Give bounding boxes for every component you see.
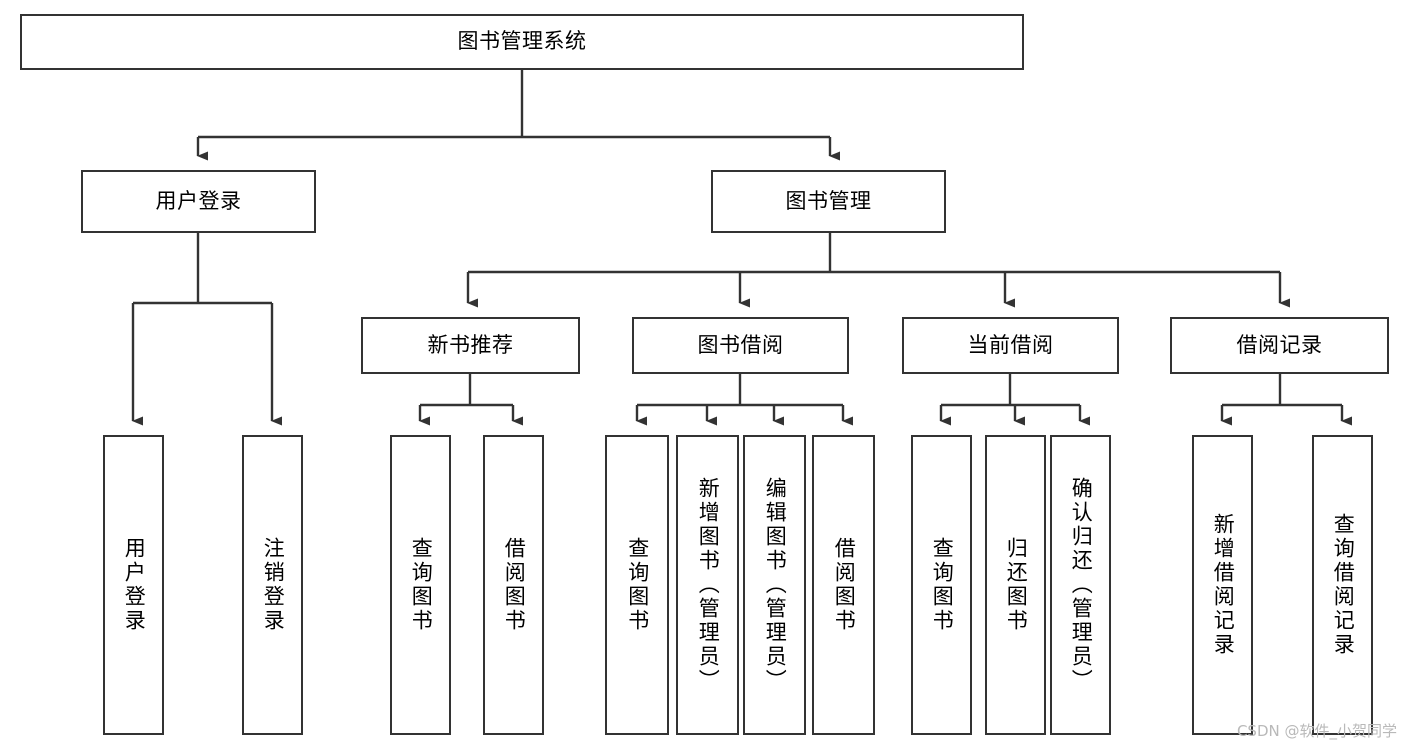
csdn-watermark: CSDN @软件_小贺同学 bbox=[1236, 722, 1397, 740]
leaf-edit-book-admin[interactable]: 编辑图书（管理员） bbox=[743, 435, 806, 735]
node-book-borrow[interactable]: 图书借阅 bbox=[632, 317, 849, 374]
node-label: 用户登录 bbox=[155, 188, 242, 213]
node-label: 查询图书 bbox=[409, 537, 434, 633]
leaf-query-book-2[interactable]: 查询图书 bbox=[605, 435, 669, 735]
leaf-borrow-book-2[interactable]: 借阅图书 bbox=[812, 435, 875, 735]
node-label: 图书管理系统 bbox=[457, 29, 587, 54]
leaf-query-book-3[interactable]: 查询图书 bbox=[911, 435, 972, 735]
leaf-query-borrow-record[interactable]: 查询借阅记录 bbox=[1312, 435, 1373, 735]
node-label: 图书管理 bbox=[785, 188, 872, 213]
node-label: 确认归还（管理员） bbox=[1069, 477, 1094, 693]
leaf-confirm-return-admin[interactable]: 确认归还（管理员） bbox=[1050, 435, 1111, 735]
node-book-manage[interactable]: 图书管理 bbox=[711, 170, 946, 233]
leaf-add-book-admin[interactable]: 新增图书（管理员） bbox=[676, 435, 739, 735]
node-label: 编辑图书（管理员） bbox=[763, 477, 788, 693]
leaf-logout-login[interactable]: 注销登录 bbox=[242, 435, 303, 735]
leaf-add-borrow-record[interactable]: 新增借阅记录 bbox=[1192, 435, 1253, 735]
node-label: 用户登录 bbox=[122, 537, 147, 633]
node-label: 注销登录 bbox=[261, 537, 286, 633]
leaf-borrow-book-1[interactable]: 借阅图书 bbox=[483, 435, 544, 735]
leaf-user-login[interactable]: 用户登录 bbox=[103, 435, 164, 735]
node-label: 图书借阅 bbox=[697, 332, 784, 357]
node-user-login[interactable]: 用户登录 bbox=[81, 170, 316, 233]
node-label: 新增图书（管理员） bbox=[696, 477, 721, 693]
node-label: 归还图书 bbox=[1004, 537, 1029, 633]
node-label: 查询图书 bbox=[625, 537, 650, 633]
leaf-query-book-1[interactable]: 查询图书 bbox=[390, 435, 451, 735]
node-root-book-management-system[interactable]: 图书管理系统 bbox=[20, 14, 1024, 70]
node-current-borrow[interactable]: 当前借阅 bbox=[902, 317, 1119, 374]
node-label: 查询借阅记录 bbox=[1331, 513, 1356, 657]
node-label: 新书推荐 bbox=[427, 332, 514, 357]
node-new-book-recommend[interactable]: 新书推荐 bbox=[361, 317, 580, 374]
node-label: 新增借阅记录 bbox=[1211, 513, 1236, 657]
node-label: 借阅图书 bbox=[832, 537, 857, 633]
node-label: 查询图书 bbox=[930, 537, 955, 633]
leaf-return-book[interactable]: 归还图书 bbox=[985, 435, 1046, 735]
node-label: 借阅记录 bbox=[1236, 332, 1323, 357]
node-borrow-record[interactable]: 借阅记录 bbox=[1170, 317, 1389, 374]
node-label: 当前借阅 bbox=[967, 332, 1054, 357]
node-label: 借阅图书 bbox=[502, 537, 527, 633]
